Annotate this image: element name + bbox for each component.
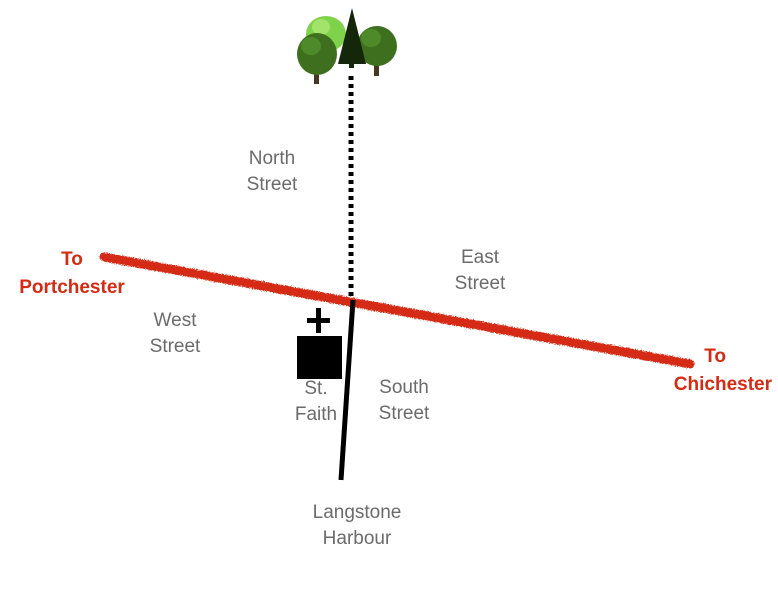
destination-west-line1: To xyxy=(61,249,83,270)
north-street-label-line2: Street xyxy=(246,174,298,195)
south-street-line xyxy=(338,299,356,481)
destination-east-line1: To xyxy=(704,346,726,367)
east-street-label-line2: Street xyxy=(454,273,506,294)
north-street-label-line1: North xyxy=(248,148,296,169)
east-street-label-line1: East xyxy=(460,247,500,268)
main-road xyxy=(99,252,695,369)
harbour-label-line1: Langstone xyxy=(312,502,402,523)
south-street-label-line1: South xyxy=(379,377,429,398)
north-street-label: North Street xyxy=(236,146,308,198)
destination-west-line2: Portchester xyxy=(19,277,125,298)
church-icon xyxy=(297,308,342,379)
west-street-label-line2: Street xyxy=(149,336,201,357)
destination-east-line2: Chichester xyxy=(673,374,772,395)
church-label: St. Faith xyxy=(285,376,347,428)
destination-west: To Portchester xyxy=(6,246,138,302)
west-street-label: West Street xyxy=(138,308,212,360)
east-street-label: East Street xyxy=(443,245,517,297)
south-street-label-line2: Street xyxy=(378,403,430,424)
destination-east: To Chichester xyxy=(660,343,772,399)
west-street-label-line1: West xyxy=(153,310,197,331)
church-label-line2: Faith xyxy=(294,404,338,425)
harbour-label-line2: Harbour xyxy=(322,528,392,549)
harbour-label: Langstone Harbour xyxy=(296,500,418,552)
church-label-line1: St. xyxy=(304,378,328,399)
trees-icon xyxy=(297,8,397,84)
south-street-label: South Street xyxy=(366,375,442,427)
